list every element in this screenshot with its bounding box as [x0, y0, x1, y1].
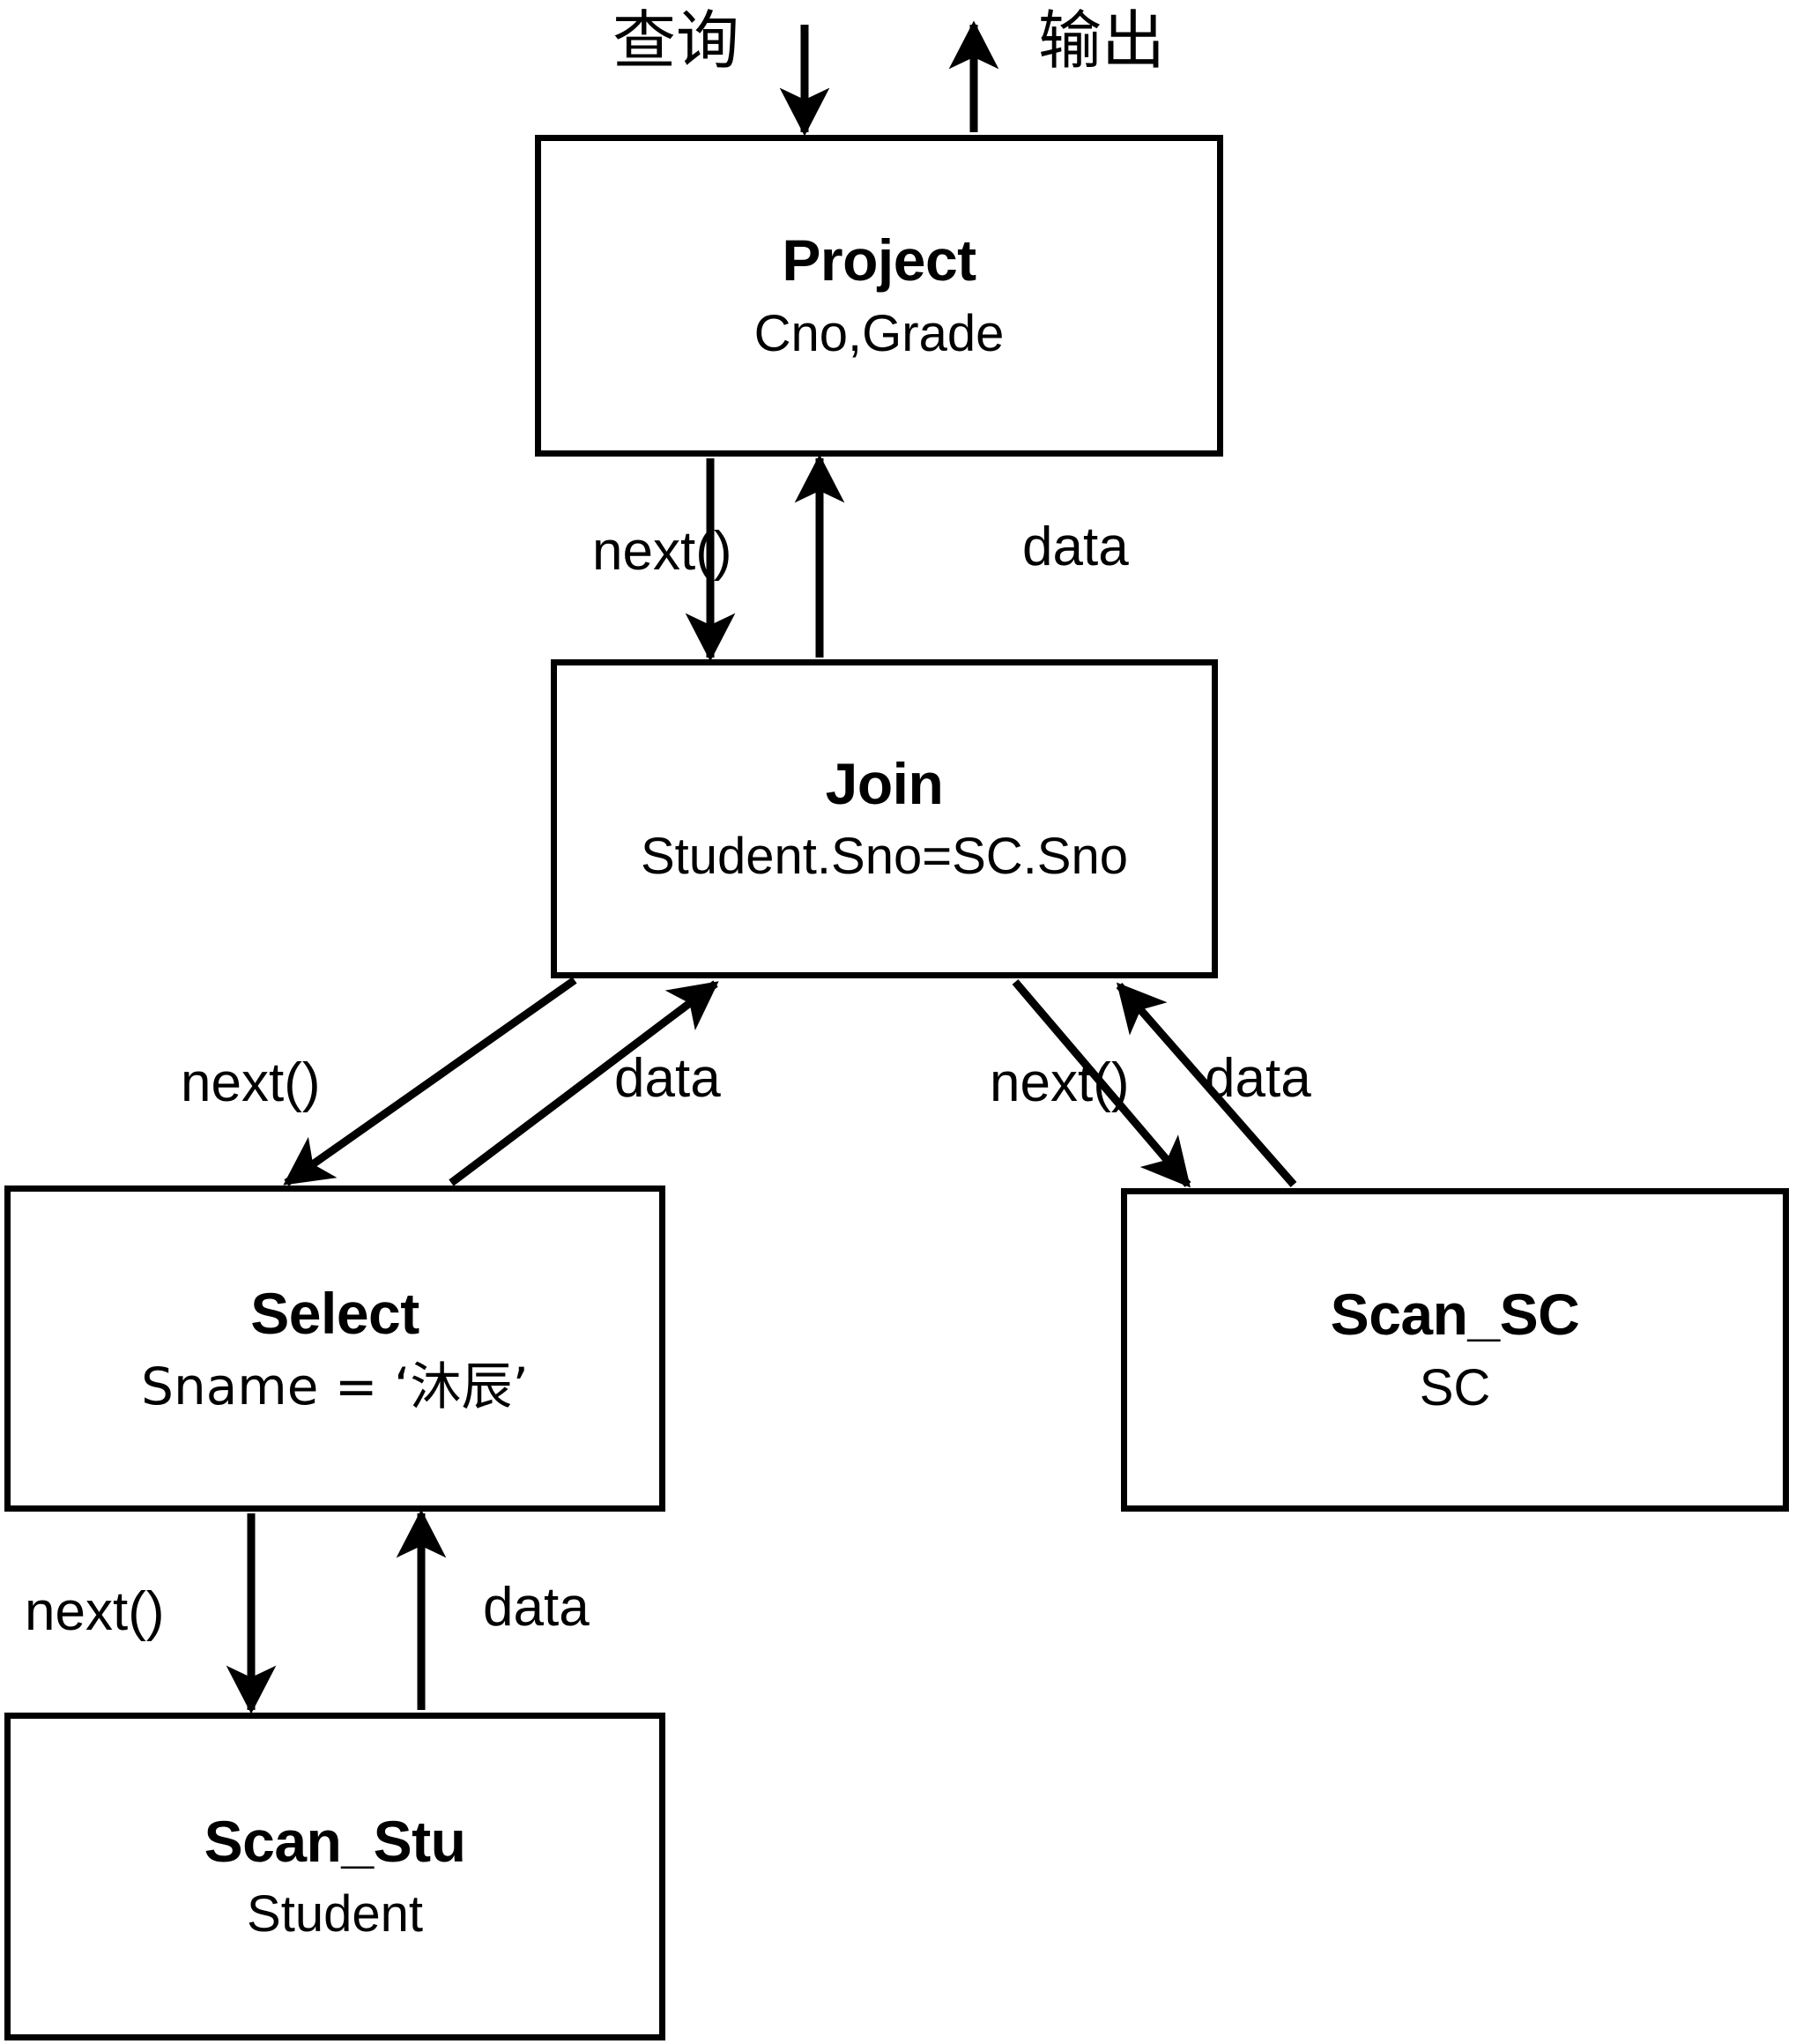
node-project[interactable]: Project Cno,Grade	[535, 135, 1223, 457]
output-label: 输出	[1038, 4, 1166, 78]
edge-join-select-next	[283, 977, 577, 1186]
node-scan-stu-title: Scan_Stu	[204, 1808, 466, 1874]
node-select-subtitle: Sname = ‘沐辰’	[141, 1356, 529, 1417]
edge-label-join-project-data: data	[1022, 517, 1129, 577]
node-join-title: Join	[825, 750, 944, 816]
edge-join-scansc-next	[1012, 979, 1191, 1188]
node-scan-stu[interactable]: Scan_Stu Student	[4, 1713, 665, 2040]
edge-label-scansc-join-data: data	[1205, 1048, 1311, 1109]
node-select[interactable]: Select Sname = ‘沐辰’	[4, 1186, 665, 1512]
node-project-subtitle: Cno,Grade	[753, 304, 1005, 362]
node-project-title: Project	[782, 227, 976, 294]
node-scan-stu-subtitle: Student	[247, 1885, 423, 1944]
node-scan-sc-subtitle: SC	[1419, 1358, 1491, 1416]
edge-label-select-scanstu-next: next()	[25, 1581, 165, 1642]
node-scan-sc-title: Scan_SC	[1330, 1282, 1580, 1348]
edge-scansc-join-data	[1116, 982, 1297, 1187]
edge-label-scanstu-select-data: data	[483, 1577, 590, 1638]
edge-label-join-scansc-next: next()	[990, 1052, 1130, 1113]
edge-select-join-data	[449, 980, 719, 1186]
edge-label-join-select-next: next()	[181, 1052, 321, 1113]
node-select-title: Select	[250, 1280, 419, 1346]
node-join[interactable]: Join Student.Sno=SC.Sno	[551, 659, 1218, 978]
edge-label-select-join-data: data	[614, 1048, 721, 1109]
node-join-subtitle: Student.Sno=SC.Sno	[640, 828, 1128, 886]
input-label: 查询	[612, 4, 740, 78]
node-scan-sc[interactable]: Scan_SC SC	[1121, 1188, 1789, 1512]
edge-label-project-join-next: next()	[592, 521, 732, 582]
